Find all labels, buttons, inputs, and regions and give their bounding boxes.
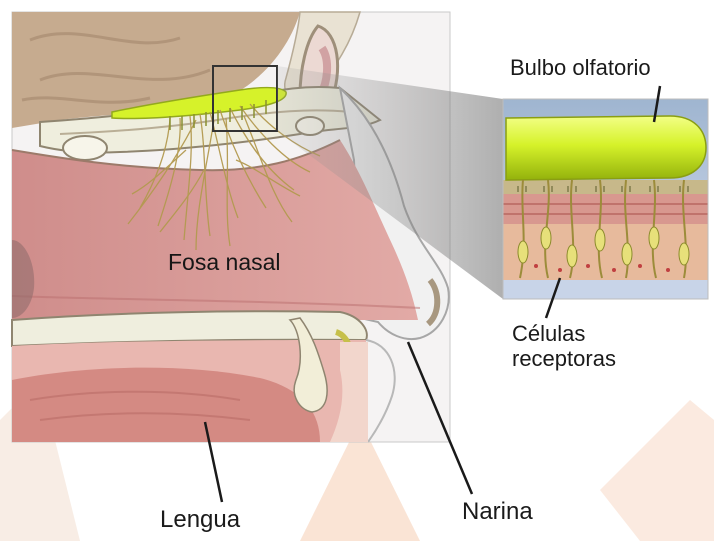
label-narina: Narina	[462, 499, 533, 526]
olfactory-bulb-large	[506, 116, 706, 180]
inset-magnified-view	[503, 99, 708, 299]
label-celulas-line1: Células	[512, 322, 616, 347]
label-celulas-line2: receptoras	[512, 347, 616, 372]
label-bulbo-olfatorio: Bulbo olfatorio	[510, 56, 651, 81]
nasal-cross-section	[12, 12, 450, 442]
label-celulas-receptoras: Células receptoras	[512, 322, 616, 371]
label-fosa-nasal: Fosa nasal	[168, 250, 281, 276]
label-lengua: Lengua	[160, 507, 240, 534]
